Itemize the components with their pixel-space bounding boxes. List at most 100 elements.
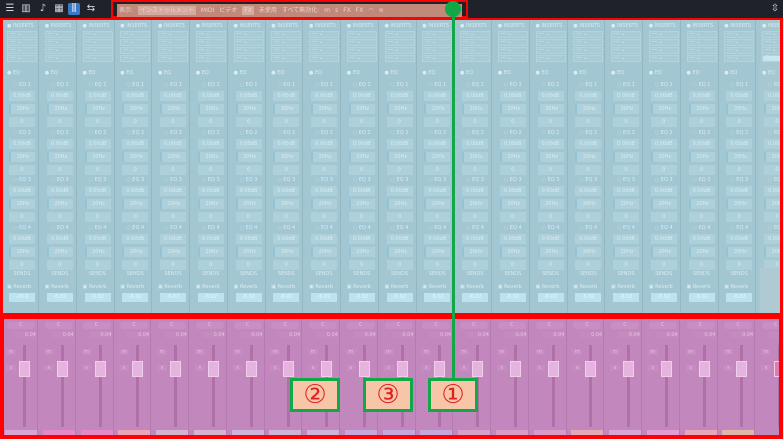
send-reverb[interactable]: ▣ Reverb <box>195 284 220 290</box>
eq-band-label[interactable]: ◌ EQ 4 <box>692 224 711 231</box>
pan-knob[interactable]: C <box>7 322 35 329</box>
send-reverb[interactable]: ▣ Reverb <box>648 284 673 290</box>
insert-slot[interactable]: --- ⌄ <box>573 55 604 62</box>
eq-band-label[interactable]: ◌ EQ 2 <box>50 129 69 136</box>
eq-gain[interactable]: 0.00dB <box>9 186 35 196</box>
eq-q[interactable]: 0 <box>197 117 224 127</box>
send-reverb[interactable]: ▣ Reverb <box>724 284 749 290</box>
insert-slot[interactable]: --- ⌄ <box>573 31 604 38</box>
insert-slot[interactable]: Compr--- <box>762 55 780 62</box>
eq-toggle[interactable]: ● EQ <box>195 70 209 76</box>
solo-button[interactable]: s <box>383 365 394 371</box>
eq-q[interactable]: 0 <box>84 259 111 270</box>
insert-slot[interactable]: --- ⌄ <box>384 31 415 38</box>
solo-button[interactable]: s <box>610 365 620 371</box>
eq-q[interactable]: 0 <box>160 117 186 127</box>
eq-q[interactable]: 0 <box>424 164 451 175</box>
eq-freq[interactable]: 20Hz <box>386 104 413 114</box>
insert-slot[interactable]: --- ⌄ <box>158 39 188 46</box>
eq-freq[interactable]: 20Hz <box>235 104 262 114</box>
insert-slot[interactable]: --- ⌄ <box>648 31 679 38</box>
eq-q[interactable]: 0 <box>160 212 186 222</box>
mute-button[interactable]: m <box>119 349 130 355</box>
eq-band-label[interactable]: ◌ EQ 1 <box>239 82 258 88</box>
eq-freq[interactable]: 20Hz <box>575 151 602 162</box>
eq-gain[interactable]: 0.00dB <box>46 233 73 244</box>
insert-slot[interactable]: --- ⌄ <box>422 39 453 46</box>
mute-button[interactable]: m <box>496 349 507 355</box>
pan-knob[interactable]: C <box>82 322 111 329</box>
eq-gain[interactable]: 0.00dB <box>386 233 413 244</box>
solo-button[interactable]: s <box>270 365 281 371</box>
fader-handle[interactable] <box>660 361 672 377</box>
channel-name-tab[interactable] <box>5 430 37 435</box>
eq-q[interactable]: 0 <box>122 164 149 175</box>
eq-q[interactable]: 0 <box>726 259 753 270</box>
eq-freq[interactable]: 20Hz <box>537 246 564 257</box>
eq-q[interactable]: 0 <box>613 117 639 127</box>
fader-handle[interactable] <box>509 361 521 377</box>
insert-slot[interactable]: --- ⌄ <box>762 47 780 54</box>
eq-gain[interactable]: 0.00dB <box>160 233 186 244</box>
pan-knob[interactable]: C <box>195 322 224 329</box>
eq-q[interactable]: 0 <box>462 164 488 175</box>
insert-slot[interactable]: --- ⌄ <box>44 47 75 54</box>
eq-freq[interactable]: 20Hz <box>764 104 780 114</box>
mute-button[interactable]: m <box>308 349 318 355</box>
eq-band-label[interactable]: ◌ EQ 4 <box>50 224 69 231</box>
eq-freq[interactable]: 20Hz <box>688 151 715 162</box>
eq-gain[interactable]: 0.00dB <box>235 233 262 244</box>
eq-band-label[interactable]: ◌ EQ 1 <box>88 82 107 88</box>
eq-band-label[interactable]: ◌ EQ 3 <box>466 177 484 183</box>
eq-band-label[interactable]: ◌ EQ 1 <box>390 82 409 88</box>
eq-gain[interactable]: 0.00dB <box>311 138 337 149</box>
eq-gain[interactable]: 0.00dB <box>311 233 337 244</box>
insert-slot[interactable]: --- ⌄ <box>611 47 641 54</box>
eq-gain[interactable]: 0.00dB <box>424 91 451 101</box>
eq-gain[interactable]: 0.00dB <box>197 138 224 149</box>
eq-gain[interactable]: 0.00dB <box>9 138 35 149</box>
insert-slot[interactable]: --- ⌄ <box>648 47 679 54</box>
eq-gain[interactable]: 0.00dB <box>726 233 753 244</box>
eq-q[interactable]: 0 <box>650 259 677 270</box>
eq-gain[interactable]: 0.00dB <box>764 186 780 196</box>
disable-mute-button[interactable]: m <box>324 7 331 14</box>
mute-button[interactable]: m <box>534 349 545 355</box>
send-reverb[interactable]: ▣ Reverb <box>535 284 560 290</box>
fader-handle[interactable] <box>623 361 634 377</box>
send-reverb[interactable]: ▣ Reverb <box>120 284 145 290</box>
eq-q[interactable]: 0 <box>46 212 73 222</box>
eq-band-label[interactable]: ◌ EQ 2 <box>466 129 484 136</box>
send-reverb[interactable]: ▣ Reverb <box>158 284 182 290</box>
eq-freq[interactable]: 20Hz <box>46 246 73 257</box>
eq-band-label[interactable]: ◌ EQ 2 <box>315 129 333 136</box>
eq-band-label[interactable]: ◌ EQ 4 <box>541 224 560 231</box>
eq-q[interactable]: 0 <box>424 259 451 270</box>
filter-midi[interactable]: MIDI <box>200 7 215 14</box>
eq-band-label[interactable]: ◌ EQ 1 <box>201 82 220 88</box>
send-reverb[interactable]: ▣ Reverb <box>422 284 447 290</box>
eq-band-label[interactable]: ◌ EQ 4 <box>390 224 409 231</box>
eq-band-label[interactable]: ◌ EQ 3 <box>352 177 371 183</box>
eq-q[interactable]: 0 <box>273 212 300 222</box>
eq-freq[interactable]: 20Hz <box>197 199 224 209</box>
eq-q[interactable]: 0 <box>9 164 35 175</box>
eq-q[interactable]: 0 <box>499 212 526 222</box>
eq-freq[interactable]: 20Hz <box>9 199 35 209</box>
eq-freq[interactable]: 20Hz <box>9 151 35 162</box>
insert-slot[interactable]: --- ⌄ <box>195 55 226 62</box>
eq-gain[interactable]: 0.00dB <box>537 91 564 101</box>
eq-band-label[interactable]: ◌ EQ 4 <box>730 224 749 231</box>
eq-q[interactable]: 0 <box>537 164 564 175</box>
channel-name-tab[interactable] <box>571 430 604 435</box>
eq-freq[interactable]: 20Hz <box>311 246 337 257</box>
volume-value[interactable]: 0.04 <box>618 332 640 338</box>
eq-freq[interactable]: 20Hz <box>613 199 639 209</box>
insert-slot[interactable]: --- ⌄ <box>535 31 566 38</box>
eq-q[interactable]: 0 <box>613 212 639 222</box>
eq-q[interactable]: 0 <box>764 117 780 127</box>
insert-slot[interactable]: --- ⌄ <box>384 55 415 62</box>
fader-handle[interactable] <box>585 361 597 377</box>
solo-button[interactable]: s <box>345 365 356 371</box>
eq-band-label[interactable]: ◌ EQ 3 <box>126 177 145 183</box>
